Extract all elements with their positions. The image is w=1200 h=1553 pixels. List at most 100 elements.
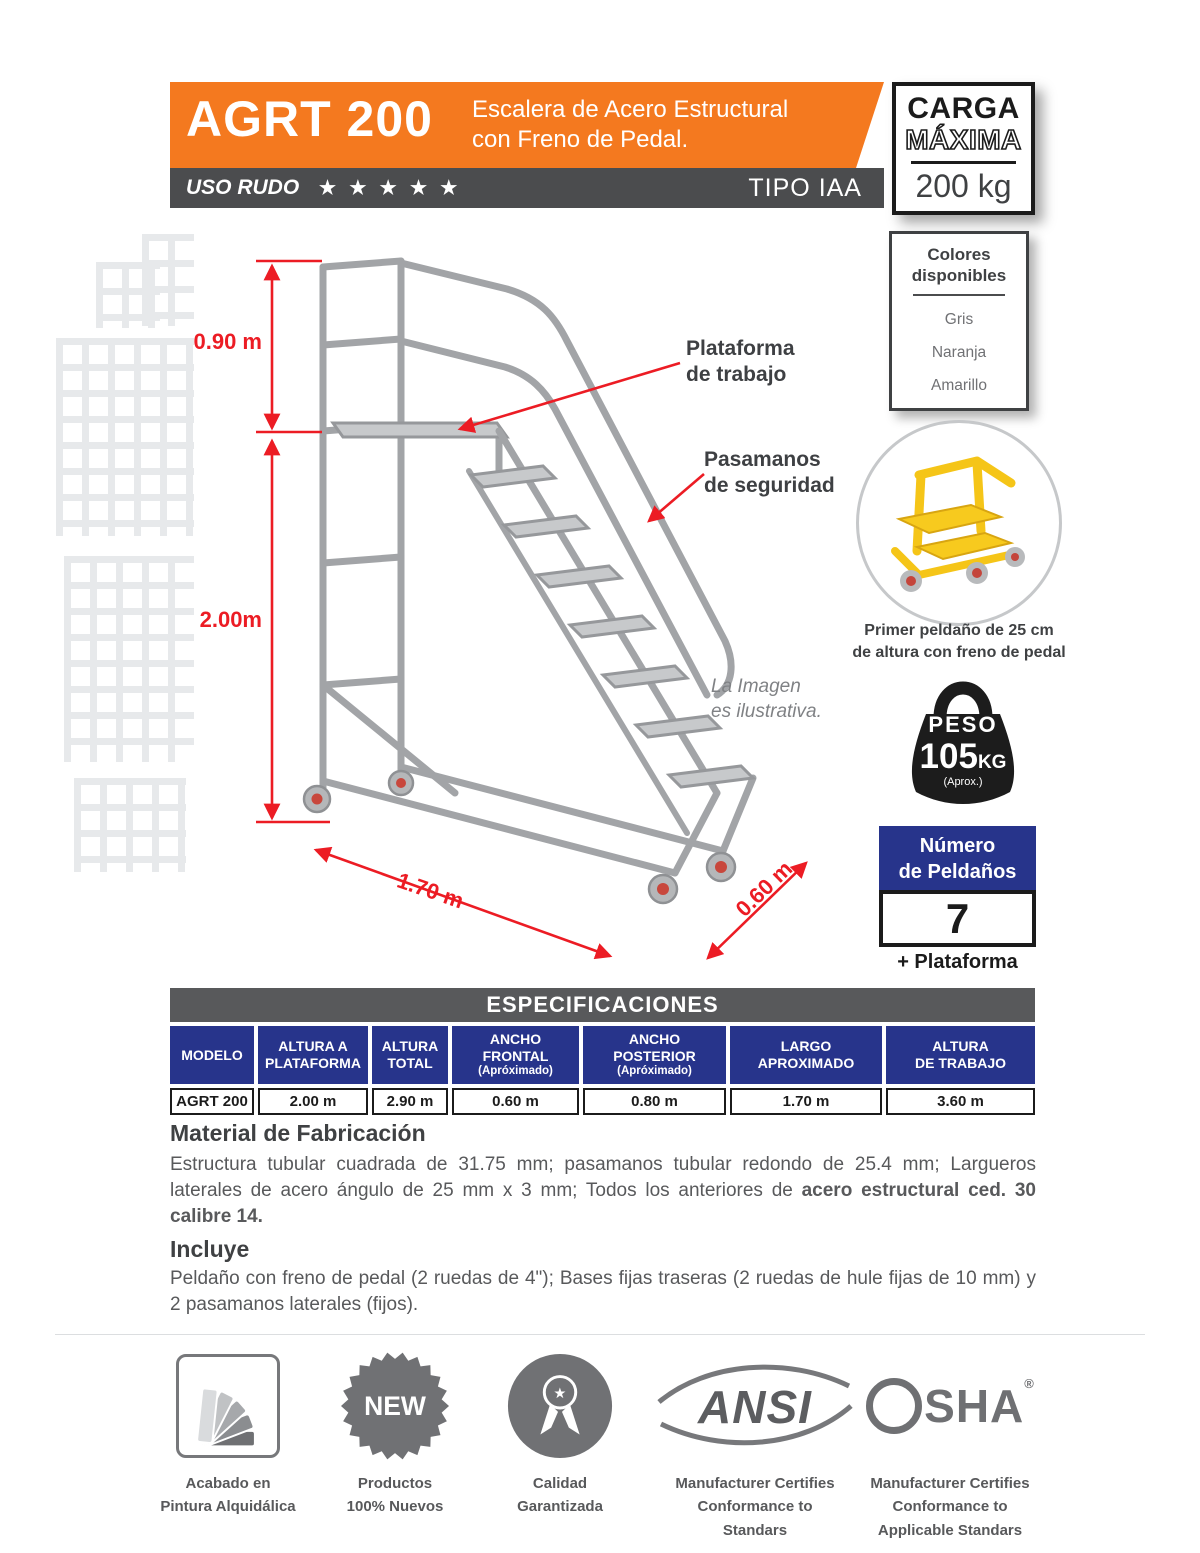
first-step-caption-line2: de altura con freno de pedal [852,643,1066,661]
steps-count-title: Número de Peldaños [879,826,1036,890]
available-colors-title: Colores disponibles [892,244,1026,287]
spec-header-note: (Apróximado) [617,1064,692,1077]
product-model-title: AGRT 200 [186,91,433,147]
material-body-regular: Estructura tubular cuadrada de 31.75 mm;… [170,1154,1036,1201]
spec-value-altura-total: 2.90 m [372,1088,448,1115]
badge-quality-label: Calidad Garantizada [517,1472,603,1519]
background-pattern [96,262,160,328]
badge-paint-finish: Acabado en Pintura Alquidálica [150,1350,306,1519]
spec-header-text: TOTAL [387,1055,433,1071]
weight-badge: PESO 105KG (Aprox.) [896,666,1030,816]
osha-logo: O SHA ® [866,1350,1034,1462]
new-seal-icon: NEW [340,1350,450,1462]
steps-count-title-line1: Número [919,835,996,857]
work-platform [330,421,510,439]
badge-label-line: Acabado en [185,1475,271,1492]
badge-label-line: Conformance to [892,1498,1008,1516]
steps-count-value: 7 [879,890,1036,947]
first-step-caption: Primer peldaño de 25 cm de altura con fr… [846,620,1072,663]
badge-new-products: NEW Productos 100% Nuevos [320,1350,470,1519]
badge-label-line: 100% Nuevos [346,1498,444,1516]
dim-guard-height-label: 0.90 m [193,329,263,354]
max-load-divider [910,161,1017,164]
color-option-amarillo: Amarillo [931,376,987,394]
spec-header-ancho-posterior: ANCHO POSTERIOR (Apróximado) [583,1026,726,1084]
spec-header-text: DE TRABAJO [914,1055,1006,1071]
badge-label-line: Productos [357,1475,433,1492]
illustrative-note: La Imagen es ilustrativa. [711,675,822,724]
steps-count-extra: + Plataforma [897,951,1018,973]
available-colors-title-line2: disponibles [911,266,1007,286]
new-seal-text: NEW [364,1391,426,1421]
badge-quality: ★ Calidad Garantizada [485,1350,635,1519]
yellow-ladder-image [891,456,1025,592]
spec-value-altura-plataforma: 2.00 m [258,1088,368,1115]
max-load-title-line2: MÁXIMA [904,123,1022,156]
first-step-photo [856,420,1062,626]
steps-count-title-line2: de Peldaños [898,861,1017,883]
max-load-value: 200 kg [915,168,1012,204]
weight-text: PESO 105KG (Aprox.) [896,714,1030,788]
badge-label-line: Garantizada [517,1498,603,1516]
spec-header-largo: LARGO APROXIMADO [730,1026,882,1084]
duty-stars: ★ ★ ★ ★ ★ [319,178,462,199]
spec-header-text: ALTURA [381,1038,439,1055]
badge-label-line: Calidad [532,1475,588,1492]
color-option-naranja: Naranja [931,343,987,361]
first-step-caption-line1: Primer peldaño de 25 cm [864,622,1054,639]
spec-header-text: MODELO [181,1046,243,1063]
spec-value-ancho-frontal: 0.60 m [452,1088,579,1115]
weight-value-unit: KG [977,752,1007,773]
available-colors-underline [913,293,1005,296]
spec-header-altura-trabajo: ALTURA DE TRABAJO [886,1026,1035,1084]
spec-value-largo: 1.70 m [730,1088,882,1115]
spec-header-text: LARGO [780,1038,832,1055]
spec-value-altura-trabajo: 3.60 m [886,1088,1035,1115]
weight-approx: (Aprox.) [943,776,983,788]
weight-label: PESO [928,712,998,737]
includes-title: Incluye [170,1236,250,1262]
handrail-callout-line2: de seguridad [704,474,835,498]
paint-swatch-fan-icon [176,1350,280,1462]
spec-header-text: ALTURA [932,1038,989,1055]
footer-divider [55,1334,1145,1335]
duty-label: USO RUDO [186,176,300,199]
spec-value-modelo: AGRT 200 [170,1088,254,1115]
max-load-title-line1: CARGA [907,92,1020,125]
platform-callout-line2: de trabajo [686,363,787,387]
header-banner: AGRT 200 Escalera de Acero Estructural c… [170,82,884,168]
spec-header-text: APROXIMADO [757,1055,855,1071]
spec-header-text: ANCHO [628,1031,681,1048]
badge-ansi: ANSI Manufacturer Certifies Conformance … [645,1350,865,1542]
max-load-box: CARGA MÁXIMA 200 kg [892,82,1035,215]
available-colors-box: Colores disponibles Gris Naranja Amarill… [889,231,1029,411]
badge-osha-label: Manufacturer Certifies Conformance to Ap… [870,1472,1029,1542]
paint-swatch-frame [176,1354,280,1458]
spec-value-ancho-posterior: 0.80 m [583,1088,726,1115]
product-subtitle-line2: con Freno de Pedal. [472,125,689,153]
badge-label-line: Applicable Standars [877,1521,1023,1539]
osha-logo-o-ring: O [866,1378,923,1434]
weight-value-number: 105 [919,737,978,776]
spec-header-text: POSTERIOR [613,1048,696,1065]
spec-header-altura-plataforma: ALTURA A PLATAFORMA [258,1026,368,1084]
duty-rating: USO RUDO ★ ★ ★ ★ ★ [186,168,461,209]
badge-label-line: Standars [722,1521,788,1539]
ladder-type-label: TIPO IAA [748,174,862,202]
spec-header-text: PLATAFORMA [265,1055,361,1071]
badge-label-line: Pintura Alquidálica [160,1498,296,1516]
platform-callout-line1: Plataforma [686,337,795,360]
registered-mark: ® [1024,1376,1034,1391]
spec-header-text: ALTURA A [278,1038,348,1055]
background-pattern [74,778,186,872]
quality-medal-icon: ★ [505,1350,615,1462]
badge-label-line: Manufacturer Certifies [870,1475,1030,1492]
material-body-bold: acero estructural ced. 30 calibre 14. [170,1179,1036,1227]
header-subbar: USO RUDO ★ ★ ★ ★ ★ TIPO IAA [170,168,884,208]
badge-label-line: Manufacturer Certifies [675,1475,835,1492]
includes-body: Peldaño con freno de pedal (2 ruedas de … [170,1268,1036,1315]
ansi-logo: ANSI [645,1350,865,1462]
handrail-callout-line1: Pasamanos [704,448,821,471]
available-colors-title-line1: Colores [927,245,991,264]
